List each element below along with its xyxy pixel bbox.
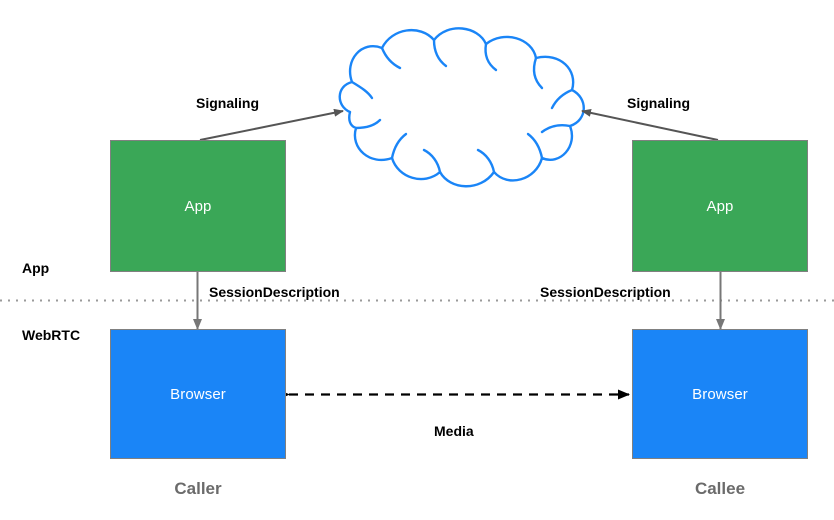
callee-app-label: App: [706, 197, 734, 215]
callee-role-label: Callee: [694, 479, 746, 498]
callee-browser-label: Browser: [692, 385, 748, 403]
signaling-cloud-shape: [338, 27, 585, 188]
caller-browser-box[interactable]: Browser: [110, 329, 286, 459]
sessiondescription-left-label: SessionDescription: [209, 284, 340, 300]
signaling-right-arrow: [581, 108, 719, 141]
caller-role-label: Caller: [174, 479, 222, 498]
caller-browser-label: Browser: [170, 385, 226, 403]
layer-label-app: App: [22, 260, 50, 276]
callee-app-box[interactable]: App: [632, 140, 808, 272]
caller-app-box[interactable]: App: [110, 140, 286, 272]
callee-browser-box[interactable]: Browser: [632, 329, 808, 459]
signaling-left-arrow: [199, 108, 344, 141]
signaling-left-label: Signaling: [196, 95, 259, 111]
media-label: Media: [434, 423, 474, 439]
layer-label-webrtc: WebRTC: [22, 327, 81, 343]
signaling-right-label: Signaling: [627, 95, 690, 111]
caller-app-label: App: [184, 197, 212, 215]
sessiondescription-right-label: SessionDescription: [540, 284, 671, 300]
